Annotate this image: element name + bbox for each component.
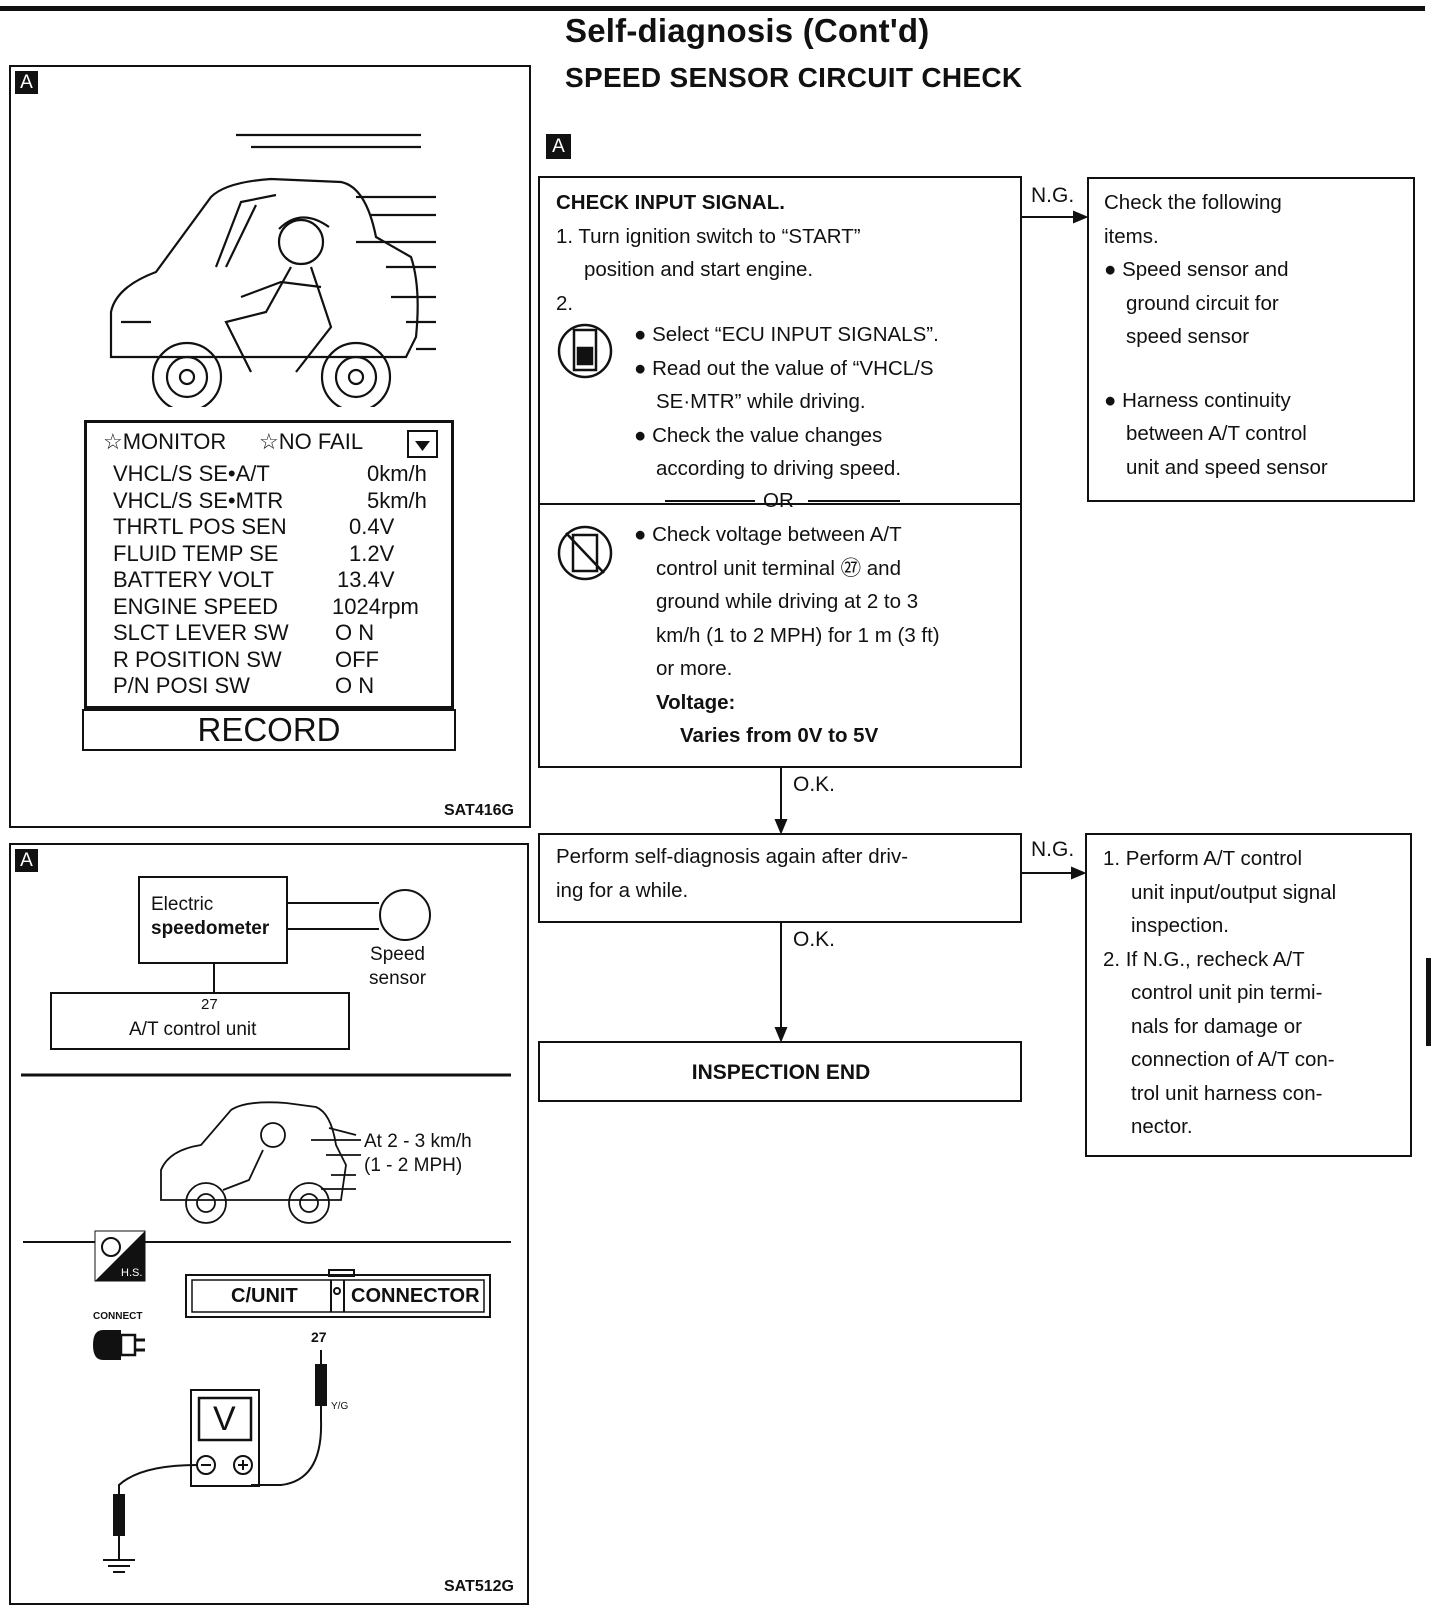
box-text: nector. [1131, 1115, 1193, 1138]
hs-label: H.S. [121, 1267, 143, 1279]
bullet-text: or more. [656, 657, 733, 680]
box-text: control unit pin termi- [1131, 981, 1323, 1004]
box-text: ● Speed sensor and [1104, 258, 1289, 281]
voltmeter-label: V [213, 1400, 236, 1438]
bullet-text: km/h (1 to 2 MPH) for 1 m (3 ft) [656, 623, 940, 647]
bullet-text: ● Read out the value of “VHCL/S [634, 356, 934, 380]
speed-note: At 2 - 3 km/h (1 - 2 MPH) [364, 1131, 472, 1176]
ng-label: N.G. [1031, 184, 1075, 207]
box-text: items. [1104, 224, 1159, 248]
circuit-check-panel: A [9, 843, 529, 1605]
box-text: ground circuit for [1126, 291, 1279, 315]
bullet-text: SE·MTR” while driving. [656, 390, 866, 413]
consult-monitor-panel: A ☆MONITOR ☆NO FAIL [9, 65, 531, 828]
step-text: 2. [556, 291, 574, 315]
monitor-header-left: ☆MONITOR [103, 429, 227, 454]
page-title: Self-diagnosis (Cont'd) [565, 12, 930, 49]
box-text: ing for a while. [556, 878, 689, 902]
control-unit-label: A/T control unit [129, 1019, 257, 1040]
cunit-label: C/UNIT [231, 1285, 298, 1307]
pin-number: 27 [311, 1329, 327, 1345]
connect-label: CONNECT [93, 1311, 143, 1322]
bullet-text: control unit terminal ㉗ and [656, 556, 901, 580]
inspection-end-box: INSPECTION END [691, 1061, 871, 1084]
monitor-header-mid: ☆NO FAIL [259, 429, 364, 454]
box-text: Perform self-diagnosis again after driv- [556, 845, 909, 868]
scroll-down-icon[interactable] [407, 430, 438, 458]
top-rule [0, 6, 1425, 11]
bullet-text: ground while driving at 2 to 3 [656, 590, 919, 613]
ng-check-items-box: Check the following items. ● Speed senso… [1104, 186, 1414, 484]
box-text: inspection. [1131, 914, 1230, 937]
wire-color-label: Y/G [331, 1401, 349, 1412]
box-text: trol unit harness con- [1131, 1081, 1323, 1105]
step-text: position and start engine. [584, 258, 814, 281]
box-text: between A/T control [1126, 422, 1307, 445]
ok-label: O.K. [793, 928, 836, 951]
ng-label: N.G. [1031, 838, 1075, 861]
ok-label: O.K. [793, 773, 836, 796]
figure-code: SAT512G [444, 1578, 514, 1595]
perform-self-diagnosis-box: Perform self-diagnosis again after driv-… [556, 840, 1016, 907]
box-text: 1. Perform A/T control [1103, 847, 1303, 870]
step-text: 1. Turn ignition switch to “START” [556, 224, 861, 248]
box-text: unit input/output signal [1131, 880, 1337, 904]
box-text: nals for damage or [1131, 1014, 1302, 1038]
box-text: ● Harness continuity [1104, 388, 1291, 412]
circuit-diagram [21, 876, 511, 1573]
bullet-text: ● Check voltage between A/T [634, 523, 902, 546]
section-title: SPEED SENSOR CIRCUIT CHECK [565, 62, 1023, 93]
box-text: unit and speed sensor [1126, 455, 1328, 479]
panel-tag: A [15, 71, 38, 94]
or-label: OR [763, 489, 794, 512]
electric-speedometer-label: Electric speedometer [151, 894, 270, 939]
speed-sensor-label: Speed sensor [369, 944, 427, 989]
box-text: connection of A/T con- [1131, 1048, 1335, 1071]
check-input-signal-box: CHECK INPUT SIGNAL. 1. Turn ignition swi… [556, 186, 1016, 320]
figure-code: SAT416G [444, 802, 514, 819]
terminal-number: 27 [201, 996, 218, 1013]
driving-car-illustration [109, 133, 436, 407]
box-text: 2. If N.G., recheck A/T [1103, 947, 1305, 971]
voltage-label: Voltage: [656, 690, 736, 714]
record-button[interactable]: RECORD [82, 709, 456, 751]
flowchart-tag: A [546, 134, 571, 159]
box-title: CHECK INPUT SIGNAL. [556, 191, 785, 214]
panel-tag: A [15, 849, 38, 872]
ng-inspection-box: 1. Perform A/T control unit input/output… [1103, 842, 1408, 1144]
box-text: Check the following [1104, 191, 1282, 214]
bullet-text: according to driving speed. [656, 457, 902, 480]
consult-steps: ● Select “ECU INPUT SIGNALS”. ● Read out… [634, 318, 1024, 486]
voltage-value: Varies from 0V to 5V [680, 724, 879, 747]
bullet-text: ● Check the value changes [634, 423, 883, 447]
connector-label: CONNECTOR [351, 1285, 480, 1307]
bullet-text: ● Select “ECU INPUT SIGNALS”. [634, 323, 939, 346]
box-text: speed sensor [1126, 325, 1250, 348]
voltage-check-steps: ● Check voltage between A/T control unit… [634, 518, 1024, 753]
